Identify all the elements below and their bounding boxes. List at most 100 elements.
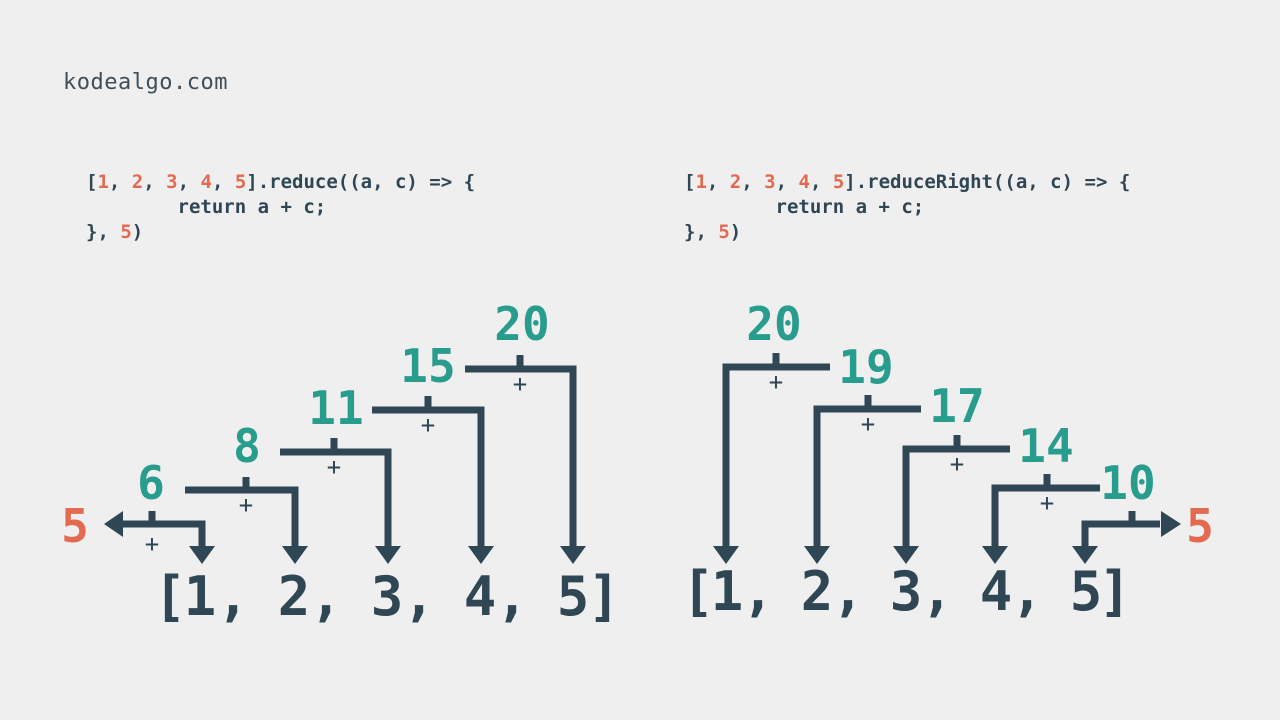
- code-reduce-right: [1, 2, 3, 4, 5].reduceRight((a, c) => { …: [684, 170, 1130, 245]
- arrowhead-down: [560, 546, 586, 564]
- code-bracket: [: [86, 171, 98, 193]
- array-element: 5: [1070, 560, 1103, 623]
- code-line1-rest: ].reduce((a, c) => {: [246, 171, 476, 193]
- left-array: [ 1 , 2 , 3 , 4 , 5 ]: [154, 565, 621, 628]
- connector-line: [185, 486, 299, 550]
- arrowhead-down: [713, 546, 739, 564]
- accumulator-value: 20: [746, 297, 801, 351]
- array-element: 1: [184, 565, 217, 628]
- right-step-1: 10: [1072, 456, 1181, 564]
- code-num-3: 3: [764, 171, 776, 193]
- accumulator-value: 8: [233, 419, 261, 473]
- code-line2: return a + c;: [131, 196, 327, 218]
- code-num-1: 1: [695, 171, 707, 193]
- code-line3-post: ): [729, 221, 742, 243]
- left-step-4: + 15: [372, 339, 494, 564]
- arrowhead-down: [893, 546, 919, 564]
- site-brand: kodealgo.com: [63, 70, 228, 95]
- array-comma: ,: [742, 560, 775, 623]
- accumulator-value: 10: [1100, 456, 1155, 510]
- left-step-2: + 8: [185, 419, 308, 564]
- array-element: 4: [464, 565, 497, 628]
- code-line3-post: ): [131, 221, 144, 243]
- accumulator-value: 15: [400, 339, 455, 393]
- code-num-1: 1: [97, 171, 109, 193]
- code-sep: ,: [143, 171, 167, 193]
- plus-operator: +: [145, 530, 159, 558]
- code-line3-pre: },: [86, 221, 121, 243]
- array-element: 2: [278, 565, 311, 628]
- code-sep: ,: [706, 171, 730, 193]
- code-init: 5: [120, 221, 132, 243]
- code-line2: return a + c;: [729, 196, 925, 218]
- array-element: 2: [801, 560, 834, 623]
- connector-line: [722, 363, 830, 550]
- arrowhead-down: [982, 546, 1008, 564]
- array-comma: ,: [310, 565, 343, 628]
- right-step-4: + 19: [804, 340, 921, 564]
- arrowhead-down: [468, 546, 494, 564]
- array-comma: ,: [496, 565, 529, 628]
- arrowhead-down: [189, 546, 215, 564]
- connector-line: [813, 405, 921, 550]
- array-element: 5: [557, 565, 590, 628]
- array-comma: ,: [217, 565, 250, 628]
- plus-operator: +: [950, 450, 964, 478]
- right-diagram: 10 + 14 + 17 + 19: [682, 297, 1214, 623]
- code-num-5: 5: [234, 171, 247, 193]
- arrowhead-down: [804, 546, 830, 564]
- array-open-bracket: [: [154, 565, 187, 628]
- array-comma: ,: [403, 565, 436, 628]
- code-num-4: 4: [200, 171, 212, 193]
- arrowhead-down: [1072, 546, 1098, 564]
- connector-line: [372, 406, 485, 550]
- array-element: 3: [890, 560, 923, 623]
- plus-operator: +: [1040, 489, 1054, 517]
- accumulator-value: 14: [1018, 419, 1073, 473]
- array-element: 1: [711, 560, 744, 623]
- left-step-3: + 11: [280, 381, 401, 564]
- right-array: [ 1 , 2 , 3 , 4 , 5 ]: [682, 560, 1132, 623]
- connector-line: [280, 448, 392, 550]
- accumulator-value: 20: [494, 297, 549, 351]
- plus-operator: +: [421, 411, 435, 439]
- accumulator-value: 6: [137, 456, 165, 510]
- code-sep: ,: [809, 171, 833, 193]
- plus-operator: +: [239, 491, 253, 519]
- code-num-2: 2: [131, 171, 144, 193]
- arrowhead-down: [282, 546, 308, 564]
- array-comma: ,: [1011, 560, 1044, 623]
- array-element: 4: [980, 560, 1013, 623]
- accumulator-value: 19: [838, 340, 893, 394]
- array-close-bracket: ]: [588, 565, 621, 628]
- code-sep: ,: [211, 171, 235, 193]
- code-sep: ,: [741, 171, 765, 193]
- accumulator-value: 17: [929, 379, 984, 433]
- code-line1-rest: ].reduceRight((a, c) => {: [844, 171, 1131, 193]
- code-num-3: 3: [166, 171, 178, 193]
- plus-operator: +: [769, 368, 783, 396]
- left-step-5: + 20: [465, 297, 586, 564]
- code-sep: ,: [108, 171, 132, 193]
- code-line3-pre: },: [684, 221, 719, 243]
- left-diagram: + 6 + 8 + 11 + 15: [61, 297, 620, 628]
- initial-value: 5: [1186, 499, 1214, 553]
- connector-line: [120, 520, 206, 550]
- array-open-bracket: [: [682, 560, 715, 623]
- right-step-3: + 17: [893, 379, 1010, 564]
- code-bracket: [: [684, 171, 696, 193]
- plus-operator: +: [327, 453, 341, 481]
- array-comma: ,: [921, 560, 954, 623]
- code-num-4: 4: [798, 171, 810, 193]
- code-sep: ,: [775, 171, 799, 193]
- plus-operator: +: [513, 370, 527, 398]
- code-reduce: [1, 2, 3, 4, 5].reduce((a, c) => { retur…: [86, 170, 475, 245]
- code-init: 5: [718, 221, 730, 243]
- code-sep: ,: [177, 171, 201, 193]
- arrowhead-left: [104, 511, 123, 537]
- connector-line: [465, 365, 577, 550]
- code-num-2: 2: [729, 171, 742, 193]
- right-step-5: + 20: [713, 297, 830, 564]
- array-close-bracket: ]: [1099, 560, 1132, 623]
